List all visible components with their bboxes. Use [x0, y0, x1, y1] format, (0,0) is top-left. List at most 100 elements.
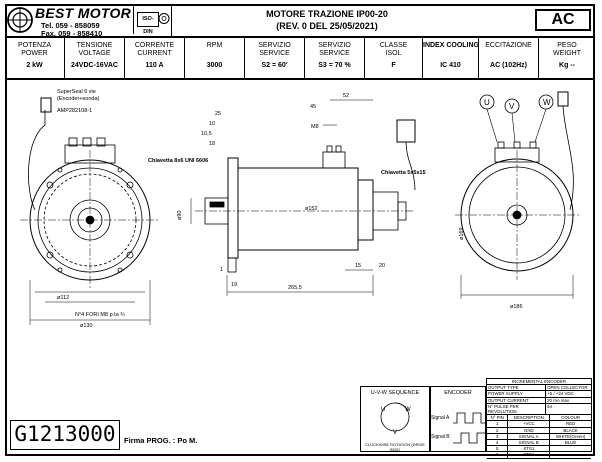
dim-15: 15	[355, 263, 361, 269]
spec-label-2	[423, 50, 478, 58]
encoder-spec-cell: 64	[547, 403, 552, 409]
pin-cell: 6	[487, 452, 509, 458]
pin-cell: STS1	[508, 452, 551, 458]
dim-d90: ø90	[177, 211, 183, 220]
spec-label-2	[185, 50, 244, 58]
spec-label-2: CURRENT	[137, 50, 172, 57]
spec-cell-3: RPM 3000	[185, 38, 245, 78]
spec-value: S2 = 60'	[261, 62, 288, 69]
svg-text:U: U	[381, 407, 385, 413]
drawing-title: MOTORE TRAZIONE IP00-20	[266, 9, 388, 19]
encoder-spec-cell: +5 / +24 VDC	[547, 391, 574, 397]
current-type-badge: AC	[535, 9, 591, 31]
phase-w-label: W	[543, 98, 551, 107]
encoder-spec-cell: OUTPUT CURRENT	[487, 397, 547, 403]
dim-20: 20	[379, 263, 385, 269]
spec-label-1: SERVIZIO	[258, 42, 291, 49]
pin-cell: 5	[487, 446, 509, 452]
side-view	[190, 99, 416, 296]
dim-25: 25	[215, 111, 221, 117]
dim-19: 19	[231, 282, 237, 288]
pin-cell: STS1	[508, 446, 551, 452]
pin-cell: WHITE(Green)	[555, 433, 586, 439]
pin-cell: RED	[565, 421, 576, 427]
spec-label-1: RPM	[206, 42, 223, 49]
phase-u-label: U	[484, 98, 490, 107]
signal-a-label: Signal A	[431, 415, 450, 421]
brand-name: BEST MOTOR	[35, 5, 132, 21]
encoder-table-title: INCREMENTAL ENCODER	[487, 379, 591, 386]
spec-label-1: PESO	[557, 42, 577, 49]
dim-holes: N°4 FORI M8 p.ta ¾	[75, 312, 125, 318]
pin-cell: 4	[487, 440, 509, 446]
pin-cell: BLUE	[564, 440, 577, 446]
front-view	[20, 97, 160, 325]
pin-header-cell: DESCRIPTION	[508, 415, 551, 421]
dim-52: 52	[343, 93, 349, 99]
encoder-signal-box: ENCODER Signal A Signal B	[430, 386, 486, 452]
spec-label-2	[479, 50, 538, 58]
spec-value: 110 A	[145, 62, 164, 69]
dim-d169: ø169	[459, 227, 465, 240]
pin-cell	[550, 452, 591, 457]
signal-b-label: Signal B	[431, 434, 450, 440]
encoder-spec-cell: N° PULSE PER REVOLUTION	[487, 403, 547, 415]
phase-v-label: V	[509, 102, 515, 111]
pin-cell: SIGNAL A	[508, 433, 551, 440]
pin-cell: +VCC	[508, 421, 551, 427]
spec-value: 24VDC-16VAC	[71, 62, 118, 69]
sheet-border	[5, 4, 595, 456]
spec-value: IC 410	[440, 62, 461, 69]
spec-value: S3 = 70 %	[318, 62, 351, 69]
pin-header-cell: COLOUR	[561, 415, 580, 421]
sequence-note: CLOCKWISE ROTATION (DRIVE SIDE)	[365, 442, 425, 452]
dim-d186: ø186	[510, 304, 523, 310]
pin-cell: 3	[487, 433, 509, 440]
spec-value: 3000	[206, 62, 223, 69]
dim-18: 18	[209, 141, 215, 147]
pin-cell: SIGNAL B	[508, 440, 551, 446]
pin-cell: GND	[508, 427, 551, 433]
spec-label-2: ISOL	[385, 50, 402, 57]
spec-value: Kg --	[559, 62, 575, 69]
spec-label-1: TENSIONE	[76, 42, 113, 49]
spec-value: AC (102Hz)	[490, 62, 527, 69]
rear-view	[455, 91, 579, 299]
spec-label-1: SERVIZIO	[318, 42, 351, 49]
drawing-revision: (REV. 0 DEL 25/05/2021)	[276, 21, 378, 31]
header-divider	[171, 4, 172, 36]
svg-text:V: V	[393, 430, 397, 436]
chiavetta-1: Chiavetta 8x6 UNI 6606	[148, 158, 208, 164]
technical-drawing: SuperSeal 6 vie (Encoder+sonda) AMP28210…	[20, 89, 579, 329]
chiavetta-2: Chiavetta 5x5x15	[381, 170, 426, 176]
spec-label-1: ECCITAZIONE	[485, 42, 532, 49]
spec-label-1: INDEX COOLING	[423, 42, 480, 49]
spec-label-2: WEIGHT	[553, 50, 581, 57]
sensor-note-2: (Encoder+sonda)	[57, 96, 100, 102]
dim-1: 1	[220, 267, 223, 273]
sensor-note-1: SuperSeal 6 vie	[57, 89, 96, 95]
spec-label-1: POTENZA	[17, 42, 52, 49]
dim-d152: ø152	[305, 206, 318, 212]
dim-45: 45	[310, 104, 316, 110]
encoder-spec-cell: OUTPUT TYPE	[487, 385, 547, 391]
pin-cell: BLACK	[563, 427, 578, 433]
encoder-spec-row: POWER SUPPLY+5 / +24 VDC	[487, 391, 591, 398]
dim-10: 10	[209, 121, 215, 127]
spec-cell-7: INDEX COOLING IC 410	[423, 38, 479, 78]
spec-label-2: SERVICE	[319, 50, 350, 57]
